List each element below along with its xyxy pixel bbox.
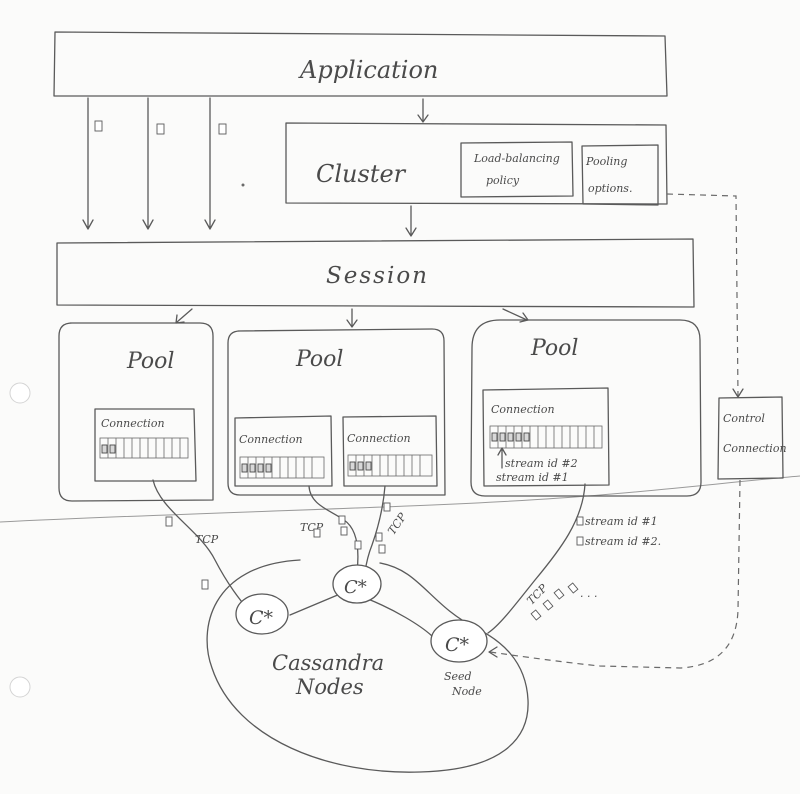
load-balancing-label-line2: policy bbox=[486, 174, 520, 187]
control-connection-box: Control Connection bbox=[717, 396, 787, 480]
packet-icon bbox=[383, 502, 391, 512]
pooling-options-box: Pooling options. bbox=[581, 144, 659, 206]
packet-icon bbox=[156, 123, 165, 135]
node-1-label: C* bbox=[249, 607, 274, 629]
app-to-session-arrows bbox=[82, 97, 245, 230]
seed-node-label-line2: Node bbox=[451, 685, 482, 698]
node-2-label: C* bbox=[344, 577, 367, 598]
control-to-seed-dashed bbox=[489, 479, 741, 669]
tcp-links: TCP TCP TCP TCP · · · bbox=[152, 479, 597, 634]
packet-icon bbox=[553, 588, 565, 600]
stream-id-2-inner-label: stream id #2 bbox=[505, 457, 578, 470]
connection-3-label: Connection bbox=[491, 403, 555, 416]
stream-id-1-outer-label: stream id #1 bbox=[585, 515, 658, 528]
connection-1: Connection bbox=[94, 408, 197, 482]
load-balancing-policy-box: Load-balancing policy bbox=[460, 141, 574, 198]
tcp-link-4 bbox=[487, 483, 586, 634]
pool-3: Pool Connection stream id #2 str bbox=[470, 319, 702, 497]
connection-3: Connection stream id #2 stream id #1 bbox=[482, 387, 610, 487]
cluster-to-control-dashed bbox=[666, 193, 739, 397]
cassandra-nodes-label-line2: Nodes bbox=[295, 675, 364, 699]
packet-icon bbox=[530, 609, 542, 621]
packet-icon bbox=[94, 120, 103, 132]
pool-1-label: Pool bbox=[126, 349, 174, 374]
stream-id-legend: stream id #1 stream id #2. bbox=[576, 515, 661, 548]
connection-3-stream-slots bbox=[489, 425, 603, 449]
session-label: Session bbox=[326, 263, 429, 289]
stream-id-1-inner-label: stream id #1 bbox=[496, 471, 569, 484]
stream-id-2-outer-label: stream id #2. bbox=[585, 535, 661, 548]
app-to-cluster-arrow bbox=[417, 98, 429, 123]
pool-3-label: Pool bbox=[530, 336, 578, 361]
connection-2b-stream-slots bbox=[347, 454, 433, 477]
connection-2b: Connection bbox=[342, 415, 438, 487]
cassandra-node-1: C* bbox=[235, 593, 289, 635]
packet-icon bbox=[218, 123, 227, 135]
connection-2a-label: Connection bbox=[239, 433, 303, 446]
pool-2: Pool Connection Connection bbox=[227, 328, 446, 496]
seed-node-label-line1: Seed bbox=[444, 670, 472, 683]
application-box: Application bbox=[53, 31, 668, 97]
packet-icon bbox=[165, 516, 173, 527]
pool-1: Pool Connection bbox=[58, 322, 214, 502]
session-box: Session bbox=[56, 238, 695, 308]
node-link-1-2 bbox=[289, 593, 341, 616]
cluster-box: Cluster Load-balancing policy Pooling op… bbox=[285, 122, 668, 206]
cassandra-cluster-ellipse: Cassandra Nodes bbox=[206, 559, 529, 773]
connection-2a: Connection bbox=[234, 415, 333, 487]
control-connection-label-line1: Control bbox=[723, 412, 765, 425]
connection-2a-stream-slots bbox=[239, 456, 325, 479]
control-connection-label-line2: Connection bbox=[723, 442, 787, 455]
packet-icon bbox=[340, 526, 348, 536]
cassandra-nodes-label-line1: Cassandra bbox=[272, 651, 384, 675]
packet-icon bbox=[378, 544, 386, 554]
node-3-label: C* bbox=[445, 634, 470, 656]
tcp-link-3 bbox=[364, 485, 386, 573]
binder-hole-bottom bbox=[9, 676, 31, 698]
session-to-pool-arrows bbox=[175, 308, 529, 328]
packet-icon bbox=[375, 532, 383, 542]
pooling-options-label-line2: options. bbox=[588, 182, 632, 195]
packet-icon bbox=[542, 599, 554, 611]
packet-icon bbox=[338, 515, 346, 525]
connection-1-label: Connection bbox=[101, 417, 165, 430]
connection-2b-label: Connection bbox=[347, 432, 411, 445]
pool-2-label: Pool bbox=[295, 347, 343, 372]
packet-icon bbox=[201, 579, 209, 590]
packet-icon bbox=[567, 582, 579, 594]
cluster-to-session-arrow bbox=[405, 205, 417, 237]
cluster-label: Cluster bbox=[316, 160, 407, 188]
tcp-label-3: TCP bbox=[385, 510, 409, 537]
connection-1-stream-slots bbox=[99, 437, 189, 459]
application-label: Application bbox=[298, 56, 438, 84]
tcp-link-1 bbox=[152, 479, 251, 613]
cassandra-node-3-seed: C* Seed Node bbox=[430, 619, 488, 698]
pooling-options-label-line1: Pooling bbox=[585, 155, 627, 168]
packet-icon bbox=[313, 528, 321, 538]
load-balancing-label-line1: Load-balancing bbox=[473, 152, 560, 165]
cassandra-node-2: C* bbox=[332, 564, 382, 604]
tcp-label-1: TCP bbox=[195, 533, 219, 546]
packet-icon bbox=[354, 540, 362, 550]
network-boundary-line bbox=[0, 475, 800, 523]
ellipsis-label: · · · bbox=[580, 590, 597, 603]
node-link-2-3 bbox=[367, 598, 433, 637]
binder-hole-top bbox=[9, 382, 31, 404]
stream-2-pointer bbox=[497, 447, 507, 469]
